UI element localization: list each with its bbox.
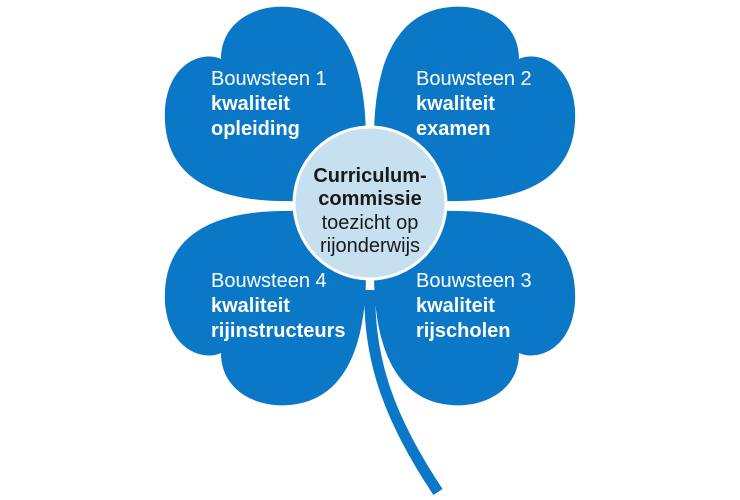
leaf-line: kwaliteit [416, 295, 495, 317]
center-label: Curriculum- commissie toezicht op rijond… [313, 165, 426, 257]
leaf-2-label: Bouwsteen 2 kwaliteit examen [416, 68, 532, 140]
leaf-line: kwaliteit [416, 93, 495, 115]
center-line: rijonderwijs [320, 235, 420, 257]
center-circle [292, 125, 448, 281]
leaf-line: kwaliteit [211, 295, 290, 317]
leaf-line: rijinstructeurs [211, 320, 345, 342]
leaf-line: examen [416, 118, 491, 140]
leaf-line: opleiding [211, 118, 300, 140]
leaf-4-label: Bouwsteen 4 kwaliteit rijinstructeurs [211, 270, 345, 342]
clover-stem [364, 289, 443, 496]
leaf-title: Bouwsteen 1 [211, 68, 327, 90]
leaf-3-label: Bouwsteen 3 kwaliteit rijscholen [416, 270, 532, 342]
center-line: commissie [318, 188, 421, 210]
leaf-line: kwaliteit [211, 93, 290, 115]
leaf-1-label: Bouwsteen 1 kwaliteit opleiding [211, 68, 327, 140]
leaf-title: Bouwsteen 3 [416, 270, 532, 292]
center-line: Curriculum- [313, 165, 426, 187]
leaf-line: rijscholen [416, 320, 510, 342]
center-line: toezicht op [322, 212, 419, 234]
leaf-title: Bouwsteen 2 [416, 68, 532, 90]
leaf-title: Bouwsteen 4 [211, 270, 327, 292]
